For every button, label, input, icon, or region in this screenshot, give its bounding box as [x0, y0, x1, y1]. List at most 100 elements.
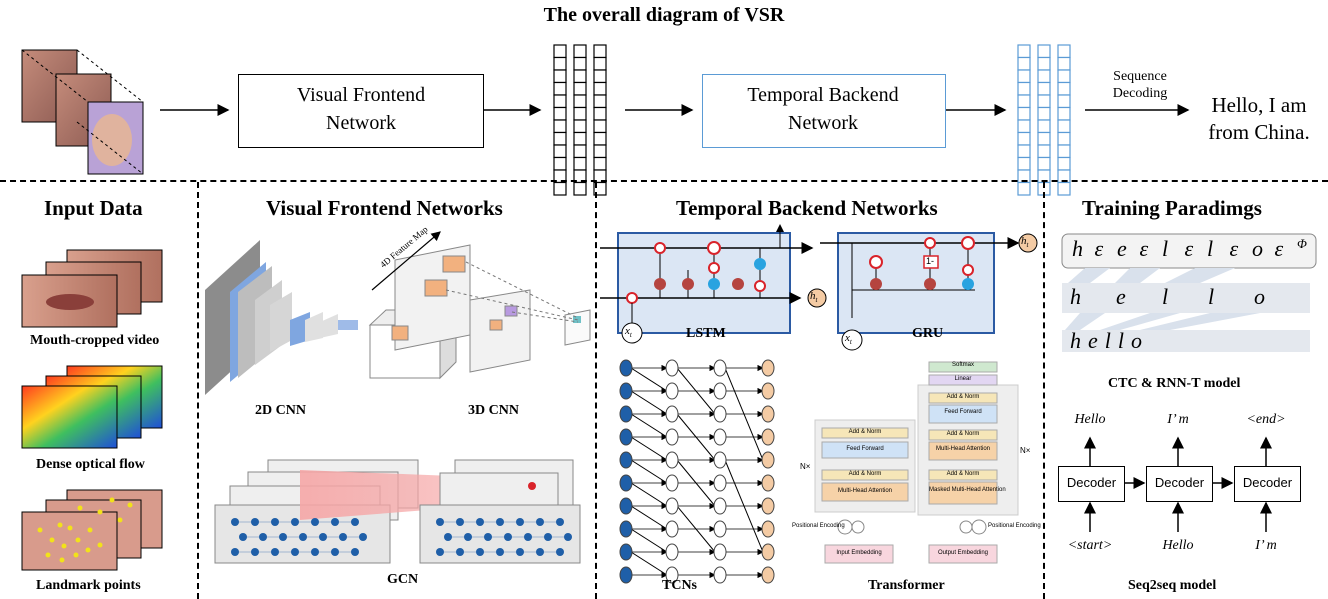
ctc-char: h — [1072, 236, 1083, 261]
gcn-graph-nodes — [231, 518, 572, 556]
caption-ctc: CTC & RNN-T model — [1108, 376, 1241, 391]
feature-cell — [1057, 94, 1071, 109]
transformer-graphic — [814, 361, 1019, 564]
gcn-node — [464, 533, 472, 541]
ctc-char: o — [1254, 284, 1265, 309]
s2s-output-1: Hello — [1074, 412, 1106, 427]
output-sentence: Hello, I am from China. — [1208, 93, 1310, 144]
landmark-dot — [61, 543, 67, 549]
tf-dec-add-norm-3: Add & Norm — [946, 471, 980, 477]
caption-transformer: Transformer — [868, 578, 945, 593]
feature-cell — [593, 181, 607, 196]
gcn-node — [351, 548, 359, 556]
gcn-node — [536, 518, 544, 526]
feature-cell — [1037, 94, 1051, 109]
feature-cell — [1057, 44, 1071, 59]
ctc-char: h — [1070, 284, 1081, 309]
tf-dec-feed-forward: Feed Forward — [944, 409, 982, 415]
ctc-char: ε — [1139, 236, 1149, 261]
caption-gru: GRU — [912, 326, 944, 341]
landmark-dots — [37, 497, 133, 563]
feature-cell — [573, 56, 587, 71]
gcn-node — [311, 518, 319, 526]
tf-dec-add-norm-1: Add & Norm — [946, 394, 980, 400]
tcn-node — [619, 497, 633, 515]
tf-input-embedding: Input Embedding — [836, 550, 882, 556]
seq2seq-arrows — [1084, 436, 1272, 532]
feature-cell — [573, 69, 587, 84]
tf-nx-left: N× — [800, 462, 811, 471]
feature-cell — [593, 94, 607, 109]
tf-dec-masked-multi-head: Masked Multi-Head Attention — [929, 487, 1006, 493]
gcn-node — [279, 533, 287, 541]
gcn-node — [291, 548, 299, 556]
landmark-dot — [73, 552, 79, 558]
gcn-node — [251, 518, 259, 526]
feature-cell — [1057, 106, 1071, 121]
gcn-node — [496, 548, 504, 556]
tcn-edge — [630, 482, 668, 507]
gcn-node — [536, 548, 544, 556]
section-training: Training Paradimgs — [1082, 196, 1262, 220]
tcn-node — [761, 451, 775, 469]
feature-cell — [553, 69, 567, 84]
gcn-node — [456, 548, 464, 556]
lstm-ht-label: ht — [810, 290, 818, 305]
tcn-node — [761, 520, 775, 538]
tcn-node — [665, 497, 679, 515]
gru-xt-label: xt — [845, 332, 852, 347]
ctc-char: o — [1252, 236, 1263, 261]
feature-cell — [593, 131, 607, 146]
feature-cell — [1017, 119, 1031, 134]
tcn-node — [761, 428, 775, 446]
tf-dec-add-norm-2: Add & Norm — [946, 431, 980, 437]
ctc-graphic — [1061, 233, 1317, 352]
tcn-node — [665, 405, 679, 423]
ctc-char: l — [1162, 284, 1169, 309]
landmark-dot — [75, 537, 81, 543]
tcn-node — [713, 428, 727, 446]
gcn-node — [564, 533, 572, 541]
feature-cell — [1057, 56, 1071, 71]
gcn-node — [476, 548, 484, 556]
ctc-char: l — [1208, 284, 1215, 309]
ctc-row-3: hello — [1070, 328, 1149, 353]
temporal-backend-box: Temporal Backend Network — [702, 74, 946, 148]
tcn-node — [761, 382, 775, 400]
mouth-video-stack — [21, 249, 163, 328]
feature-cell — [1037, 131, 1051, 146]
tcn-node — [665, 566, 679, 584]
feature-cell — [1037, 44, 1051, 59]
landmark-dot — [77, 505, 83, 511]
landmark-dot — [127, 502, 133, 508]
tcn-node — [713, 451, 727, 469]
caption-2d-cnn: 2D CNN — [255, 403, 306, 418]
visual-frontend-label: Visual Frontend Network — [296, 84, 426, 134]
feature-cell — [1037, 119, 1051, 134]
tcn-edge — [630, 459, 668, 484]
feature-cell — [1017, 131, 1031, 146]
feature-cell — [1037, 69, 1051, 84]
gcn-node — [291, 518, 299, 526]
backend-feature-columns — [1017, 44, 1071, 196]
section-input-data: Input Data — [44, 196, 143, 220]
tf-linear: Linear — [954, 376, 972, 382]
tcn-node — [619, 543, 633, 561]
gcn-graphic — [214, 459, 581, 564]
tf-pos-enc-left: Positional Encoding — [792, 523, 845, 529]
feature-cell — [1017, 94, 1031, 109]
gcn-node — [556, 518, 564, 526]
feature-cell — [553, 144, 567, 159]
landmark-dot — [67, 525, 73, 531]
ctc-char: ε — [1229, 236, 1239, 261]
tcn-node — [665, 382, 679, 400]
feature-cell — [553, 119, 567, 134]
feature-cell — [1037, 81, 1051, 96]
feature-cell — [1037, 144, 1051, 159]
gcn-node — [504, 533, 512, 541]
landmark-dot — [109, 497, 115, 503]
gcn-node — [496, 518, 504, 526]
feature-cell — [553, 156, 567, 171]
tf-dec-multi-head: Multi-Head Attention — [935, 446, 991, 452]
feature-cell — [1057, 144, 1071, 159]
